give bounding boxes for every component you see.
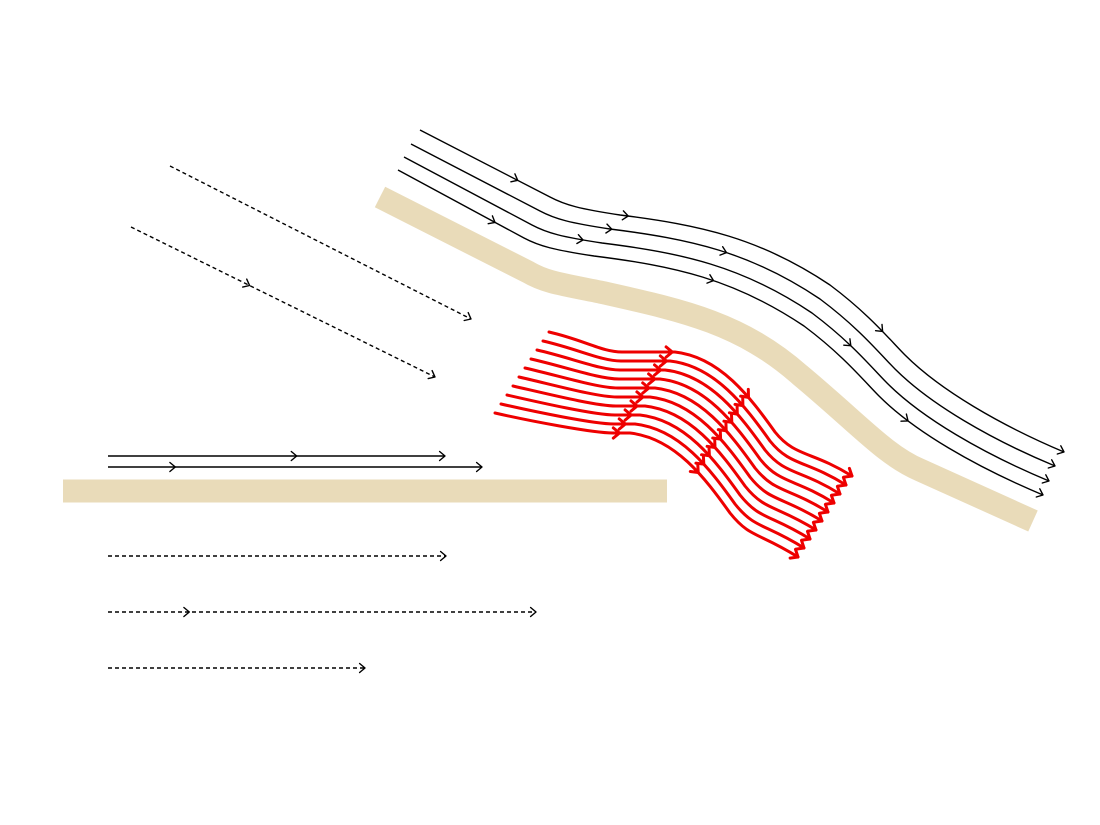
streamline: [169, 165, 472, 320]
red-streamline: [499, 402, 806, 550]
arrow-chevron-icon: [1041, 474, 1050, 484]
red-streamline: [529, 357, 836, 505]
upper-solid-streamlines: [397, 129, 1065, 498]
red-turning-streamlines: [493, 330, 854, 560]
arrow-chevron-icon: [647, 372, 657, 386]
arrow-chevron-icon: [641, 381, 651, 395]
arrow-chevron-icon: [576, 234, 584, 245]
arrow-chevron-icon: [800, 529, 812, 542]
chevrons: [242, 278, 472, 380]
arrow-chevron-icon: [605, 223, 613, 234]
walls: [63, 186, 1038, 532]
red-streamline: [547, 330, 854, 478]
arrow-chevron-icon: [794, 538, 806, 551]
arrow-chevron-icon: [629, 399, 639, 413]
chevrons: [487, 173, 1065, 498]
upper-deflected-wall: [374, 186, 1038, 532]
streamline: [410, 143, 1056, 467]
arrow-chevron-icon: [658, 354, 668, 368]
chevrons: [183, 550, 537, 674]
arrow-chevron-icon: [621, 210, 629, 221]
arrow-chevron-icon: [183, 606, 190, 618]
arrow-chevron-icon: [788, 547, 800, 560]
arrow-chevron-icon: [1035, 488, 1044, 498]
red-streamline: [541, 339, 848, 487]
arrow-chevron-icon: [635, 390, 645, 404]
streamline: [130, 226, 436, 378]
red-streamline: [517, 375, 824, 523]
red-streamline: [511, 384, 818, 532]
lower-dashed-streamlines: [108, 550, 537, 674]
arrow-chevron-icon: [510, 173, 519, 183]
arrow-chevron-icon: [439, 550, 447, 562]
arrow-chevron-icon: [529, 606, 537, 618]
arrow-chevron-icon: [719, 246, 728, 256]
arrow-chevron-icon: [617, 417, 627, 431]
arrow-chevron-icon: [623, 408, 633, 422]
lower-solid-streamlines: [108, 450, 483, 473]
red-streamline: [523, 366, 830, 514]
arrow-chevron-icon: [836, 475, 848, 488]
red-streamline: [505, 393, 812, 541]
arrow-chevron-icon: [664, 345, 674, 359]
red-streamline: [493, 411, 800, 559]
arrow-chevron-icon: [874, 323, 884, 333]
arrow-chevron-icon: [688, 463, 700, 474]
arrow-chevron-icon: [706, 274, 715, 284]
upper-dashed-streamlines: [130, 165, 472, 380]
arrow-chevron-icon: [290, 450, 298, 462]
arrow-chevron-icon: [900, 413, 909, 422]
streamline: [419, 129, 1065, 453]
arrow-chevron-icon: [812, 511, 824, 524]
arrow-chevron-icon: [1056, 445, 1065, 455]
arrow-chevron-icon: [463, 311, 472, 322]
red-streamline: [535, 348, 842, 496]
arrow-chevron-icon: [824, 493, 836, 506]
arrow-chevron-icon: [242, 278, 251, 288]
arrow-chevron-icon: [438, 450, 446, 462]
arrow-chevron-icon: [611, 426, 621, 440]
arrow-chevron-icon: [475, 461, 483, 473]
chevrons: [169, 450, 483, 473]
arrow-chevron-icon: [1047, 459, 1056, 469]
arrow-chevron-icon: [843, 338, 852, 347]
arrow-chevron-icon: [818, 502, 830, 515]
arrow-chevron-icon: [653, 363, 663, 377]
arrow-chevron-icon: [358, 662, 366, 674]
arrow-chevron-icon: [169, 461, 176, 473]
arrow-chevron-icon: [487, 215, 496, 225]
streamline: [403, 156, 1050, 482]
arrow-chevron-icon: [842, 466, 854, 479]
streamline: [397, 169, 1044, 496]
arrow-chevron-icon: [427, 369, 436, 380]
arrow-chevron-icon: [806, 520, 818, 533]
arrow-chevron-icon: [830, 484, 842, 497]
